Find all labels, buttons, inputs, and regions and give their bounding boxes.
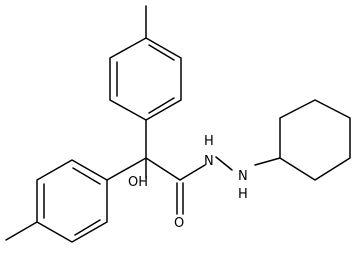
cyclohexyl-ring-bonds (279, 99, 351, 181)
hydrazide-nh1-h-label: H (204, 134, 214, 149)
atom-labels: OH H N N H O (128, 134, 248, 231)
hydrazide-nh2-h-label: H (238, 187, 248, 202)
top-ring-double-bonds (116, 44, 175, 114)
hydrazide-n2-label: N (238, 169, 248, 184)
hydroxyl-label: OH (128, 175, 148, 190)
top-ring-bonds (109, 37, 182, 121)
carbonyl-to-nh-bond (179, 164, 206, 181)
nh-to-nh-bond (215, 156, 233, 171)
bonds (5, 5, 351, 243)
bottom-ring-double-bonds (43, 167, 101, 236)
nh-to-cyclohexyl-bond (254, 157, 281, 166)
hydrazide-n1-label: N (204, 154, 214, 169)
central-to-bottom-ring-bond (106, 157, 147, 181)
bottom-ring-bonds (36, 159, 108, 243)
central-to-carbonyl-bond (145, 157, 181, 181)
bottom-methyl-bond (5, 221, 38, 241)
carbonyl-double-bond (176, 182, 184, 215)
carbonyl-oxygen-label: O (174, 216, 184, 231)
